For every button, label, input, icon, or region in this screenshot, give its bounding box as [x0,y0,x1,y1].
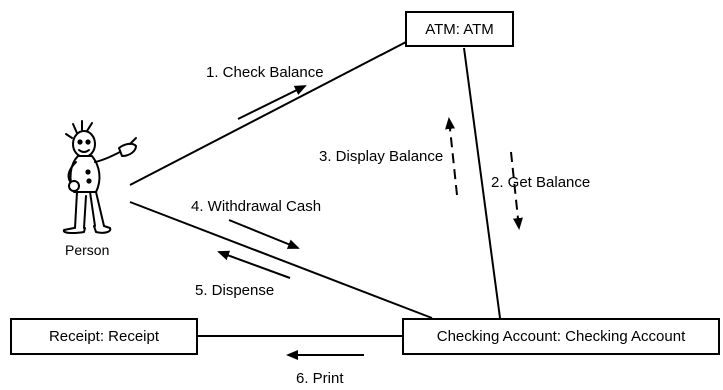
message-label-display-balance: 3. Display Balance [319,148,444,165]
arrow-get-balance [510,151,523,230]
link-person-checking [129,201,433,319]
message-label-get-balance: 2. Get Balance [491,174,591,191]
receipt-object-label: Receipt: Receipt [48,328,160,345]
receipt-object-box: Receipt: Receipt [10,318,198,355]
arrow-display-balance [445,117,458,196]
message-label-dispense: 5. Dispense [195,282,275,299]
atm-object-label: ATM: ATM [425,20,494,38]
person-figure-icon [62,120,137,235]
arrow-withdrawal-cash [228,219,300,249]
message-label-withdrawal-cash: 4. Withdrawal Cash [191,198,322,215]
checking-account-object-box: Checking Account: Checking Account [402,318,720,355]
atm-object-box: ATM: ATM [405,11,514,47]
arrow-dispense [217,250,291,279]
checking-account-object-label: Checking Account: Checking Account [436,328,686,345]
link-person-atm [129,41,407,186]
arrow-check-balance [237,85,307,120]
link-atm-checking [463,47,501,319]
person-label: Person [65,242,110,258]
message-label-print: 6. Print [296,370,344,387]
message-label-check-balance: 1. Check Balance [206,64,324,81]
